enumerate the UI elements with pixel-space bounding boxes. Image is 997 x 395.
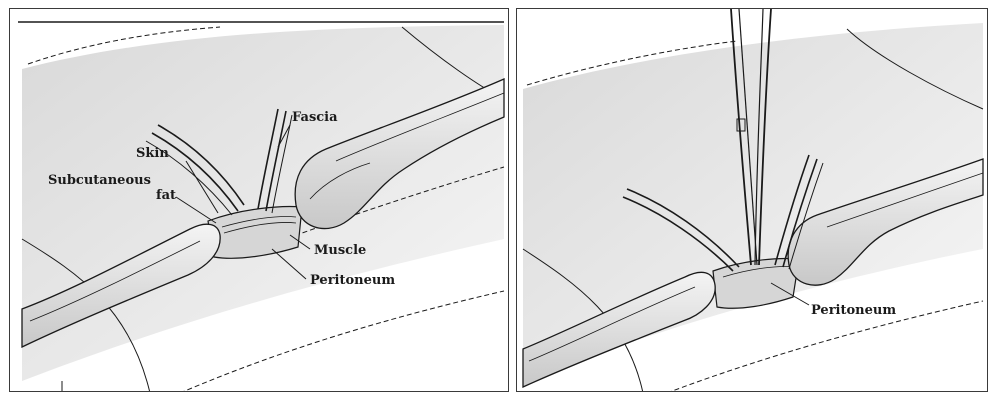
drape (22, 25, 504, 381)
right-illustration-panel: Peritoneum (516, 8, 988, 392)
label-subcutaneous-line1: Subcutaneous (48, 173, 151, 188)
label-subcutaneous-line2: fat (156, 188, 176, 203)
label-peritoneum: Peritoneum (310, 273, 395, 288)
right-illustration: Peritoneum (517, 9, 988, 392)
left-illustration: Fascia Skin Subcutaneous fat Muscle Peri… (10, 9, 509, 392)
label-fascia: Fascia (292, 110, 338, 125)
label-peritoneum: Peritoneum (811, 303, 896, 318)
label-muscle: Muscle (314, 243, 366, 258)
label-skin: Skin (136, 146, 169, 161)
left-illustration-panel: Fascia Skin Subcutaneous fat Muscle Peri… (9, 8, 509, 392)
